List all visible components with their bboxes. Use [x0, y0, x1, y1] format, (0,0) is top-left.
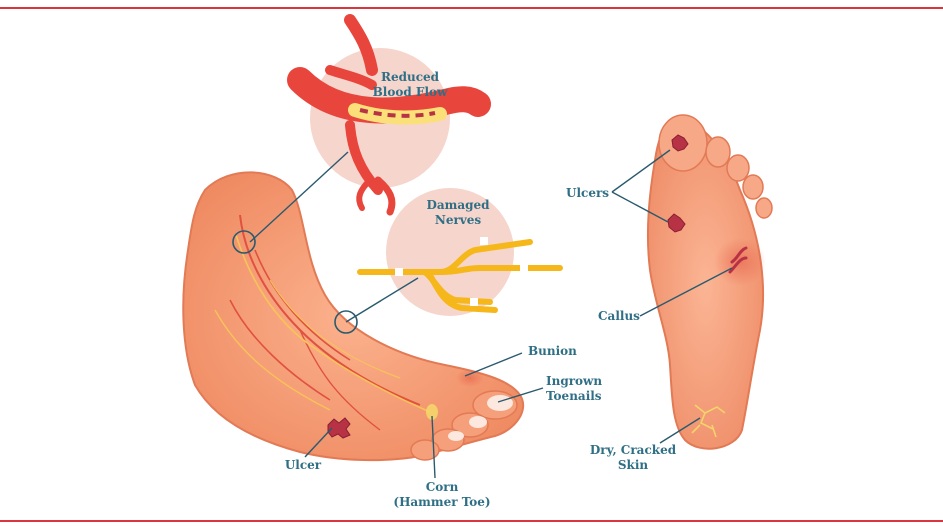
sole-toe-3	[726, 154, 750, 182]
label-ulcers: Ulcers	[566, 186, 610, 200]
side-toe-4	[410, 439, 440, 461]
nerve-marker-circle	[334, 310, 358, 334]
nerve-fibers-illustration	[357, 239, 563, 313]
label-reduced-blood-flow: Reduced Blood Flow	[372, 70, 448, 99]
ingrown-toenail-mark	[487, 395, 513, 411]
sole-toe-5	[755, 197, 773, 219]
callus-mark	[728, 246, 748, 274]
dry-cracked-skin-mark	[691, 404, 726, 438]
bottom-border-line	[0, 520, 943, 522]
corn-mark	[426, 404, 438, 420]
leader-lines-right	[611, 149, 733, 444]
label-callus: Callus	[598, 309, 640, 323]
label-dry-cracked-skin: Dry, Cracked Skin	[589, 443, 677, 472]
sole-toe-4	[742, 174, 764, 200]
side-toenail-3	[448, 431, 464, 441]
bunion-mark	[456, 369, 484, 387]
leader-lines-left	[249, 151, 544, 479]
label-damaged-nerves: Damaged Nerves	[426, 198, 490, 227]
sole-ulcer-2	[667, 213, 686, 233]
ulcer-mark	[327, 417, 351, 439]
top-border-line	[0, 7, 943, 9]
nerve-myelin-marks	[395, 237, 528, 306]
nerve-callout-circle	[386, 188, 514, 316]
label-ingrown-toenails: Ingrown Toenails	[546, 374, 603, 403]
label-corn: Corn (Hammer Toe)	[393, 480, 491, 509]
sole-ulcer-1	[671, 134, 689, 152]
side-toenail-2	[469, 416, 487, 428]
label-bunion: Bunion	[528, 344, 577, 358]
blood-flow-marker-circle	[232, 230, 256, 254]
sole-toe-2	[705, 136, 731, 168]
artery-illustration	[287, 14, 491, 216]
side-foot	[182, 171, 525, 462]
sole-foot	[646, 114, 773, 450]
label-ulcer: Ulcer	[284, 458, 322, 472]
